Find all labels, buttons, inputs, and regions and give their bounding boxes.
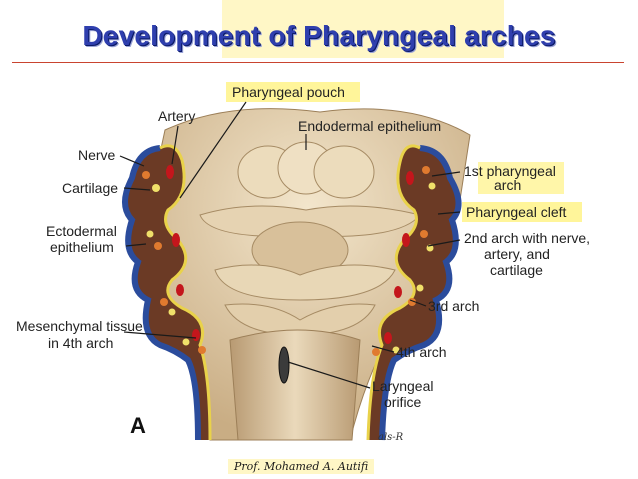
- cartilage-dot: [416, 284, 424, 292]
- nerve-dot: [198, 346, 206, 354]
- artery-dot: [384, 332, 392, 344]
- cartilage-dot: [146, 230, 154, 238]
- artery-dot: [176, 284, 184, 296]
- label-mesenchymal-2: in 4th arch: [48, 335, 113, 351]
- artery-dot: [172, 233, 180, 247]
- cartilage-dot: [152, 184, 160, 192]
- nerve-dot: [160, 298, 168, 306]
- artery-dot: [406, 171, 414, 185]
- first-arch-highlight: [478, 162, 564, 194]
- nerve-dot: [420, 230, 428, 238]
- right-arch-contents: [372, 166, 436, 356]
- label-third-arch: 3rd arch: [428, 298, 479, 314]
- label-first-arch-2: arch: [494, 177, 521, 193]
- pharyngeal-cleft-highlight: [462, 202, 582, 222]
- artery-dot: [166, 165, 174, 179]
- panel-letter: A: [130, 413, 146, 438]
- label-endodermal-epithelium: Endodermal epithelium: [298, 118, 441, 134]
- left-endodermal-epithelium: [159, 144, 212, 441]
- nerve-dot: [154, 242, 162, 250]
- label-ectodermal-1: Ectodermal: [46, 223, 117, 239]
- label-second-arch-1: 2nd arch with nerve,: [464, 230, 590, 246]
- laryngotracheal-tube: [229, 329, 361, 441]
- label-second-arch-2: artery, and: [484, 246, 550, 262]
- author-footer: Prof. Mohamed A. Autifi: [228, 459, 375, 474]
- right-endodermal-epithelium: [366, 144, 421, 441]
- label-laryngeal-2: orifice: [384, 394, 422, 410]
- artery-dot: [402, 233, 410, 247]
- cartilage-dot: [168, 308, 176, 316]
- illustrator-signature: als-R: [378, 432, 404, 443]
- label-nerve: Nerve: [78, 147, 116, 163]
- title-highlight: [222, 0, 504, 58]
- label-mesenchymal-1: Mesenchymal tissue: [16, 318, 143, 334]
- label-laryngeal-1: Laryngeal: [372, 378, 434, 394]
- nerve-dot: [422, 166, 430, 174]
- left-ectodermal-epithelium: [122, 145, 201, 441]
- pharyngeal-pouch-highlight: [226, 82, 360, 102]
- cartilage-dot: [182, 338, 190, 346]
- label-artery: Artery: [158, 108, 195, 124]
- label-pharyngeal-pouch: Pharyngeal pouch: [232, 84, 345, 100]
- title-band: Development of Pharyngeal arches: [0, 0, 638, 62]
- label-fourth-arch: 4th arch: [396, 344, 447, 360]
- label-cartilage: Cartilage: [62, 180, 118, 196]
- ridge-4: [224, 303, 376, 336]
- leader-lines: [119, 101, 461, 389]
- page-title: Development of Pharyngeal arches: [82, 20, 556, 51]
- artery-dot: [192, 329, 200, 341]
- laryngeal-orifice-slit: [278, 346, 290, 384]
- artery-dot: [394, 286, 402, 298]
- nerve-dot: [372, 348, 380, 356]
- label-second-arch-3: cartilage: [490, 262, 543, 278]
- tongue-bud-right: [313, 145, 375, 199]
- label-first-arch-1: 1st pharyngeal: [464, 163, 556, 179]
- label-pharyngeal-cleft: Pharyngeal cleft: [466, 204, 567, 220]
- label-ectodermal-2: epithelium: [50, 239, 114, 255]
- cartilage-dot: [428, 182, 436, 190]
- right-ectodermal-epithelium: [379, 145, 462, 441]
- cartilage-dot: [392, 346, 400, 354]
- ridge-3: [214, 264, 396, 301]
- nerve-dot: [142, 171, 150, 179]
